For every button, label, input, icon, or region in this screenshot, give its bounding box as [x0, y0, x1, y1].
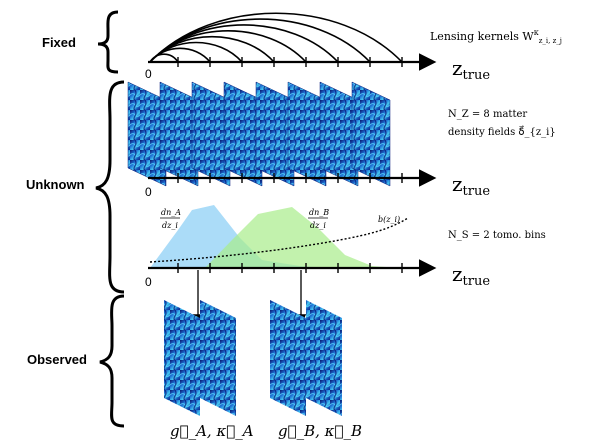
lensing-kernel-arc — [149, 12, 403, 63]
axis-fixed-label: ztrue — [452, 56, 490, 83]
matter-density-field — [223, 81, 263, 187]
tomo-bins-label: N_S = 2 tomo. bins — [448, 230, 546, 241]
dnA-denominator: dz_i — [162, 221, 178, 230]
observed-label-B: g⃗_B, κ⃗_B — [278, 422, 362, 440]
matter-density-field — [319, 81, 359, 187]
axis-unknown-zero: 0 — [145, 185, 152, 199]
galaxy-bias-curve — [149, 217, 409, 263]
axis-fixed-ticks — [177, 57, 403, 67]
matter-density-field — [287, 81, 327, 187]
matter-fields-label-line2: density fields δ⃗_{z_i} — [448, 125, 556, 138]
observed-maps-B — [270, 300, 342, 416]
dnB-denominator: dz_i — [310, 221, 326, 230]
matter-density-field — [191, 81, 231, 187]
tomo-bin-A-distribution — [150, 205, 330, 268]
axis-unknown-ticks — [177, 173, 403, 183]
section-label-observed: Observed — [27, 352, 87, 367]
section-label-unknown: Unknown — [26, 177, 85, 192]
matter-fields-label-line1: N_Z = 8 matter — [448, 109, 527, 120]
bias-label: b(z_i) — [378, 215, 400, 224]
observed-map-B-front — [306, 300, 342, 416]
brace-unknown — [95, 80, 125, 294]
brace-fixed — [97, 10, 119, 74]
lensing-kernels-label: Lensing kernels Wκz_i, z_j — [430, 28, 562, 45]
brace-observed — [99, 294, 125, 428]
axis-tomo-ticks — [177, 263, 403, 273]
observed-label-A: g⃗_A, κ⃗_A — [170, 422, 254, 440]
matter-density-field — [127, 81, 167, 187]
observed-map-A-back — [164, 300, 200, 416]
matter-density-field — [159, 81, 199, 187]
observed-maps-A — [164, 300, 236, 416]
observed-map-A-front — [200, 300, 236, 416]
lensing-kernel-arcs — [149, 12, 403, 63]
matter-density-field — [255, 81, 295, 187]
observed-map-B-back — [270, 300, 306, 416]
section-label-fixed: Fixed — [42, 35, 76, 50]
axis-tomo-zero: 0 — [145, 275, 152, 289]
dnB-numerator: dn_B — [309, 208, 329, 217]
matter-density-field — [351, 81, 391, 187]
axis-unknown-label: ztrue — [452, 172, 490, 199]
axis-tomo-label: ztrue — [452, 262, 490, 289]
matter-density-fields — [127, 81, 391, 187]
axis-fixed-zero: 0 — [145, 67, 152, 81]
dnA-numerator: dn_A — [161, 208, 181, 217]
